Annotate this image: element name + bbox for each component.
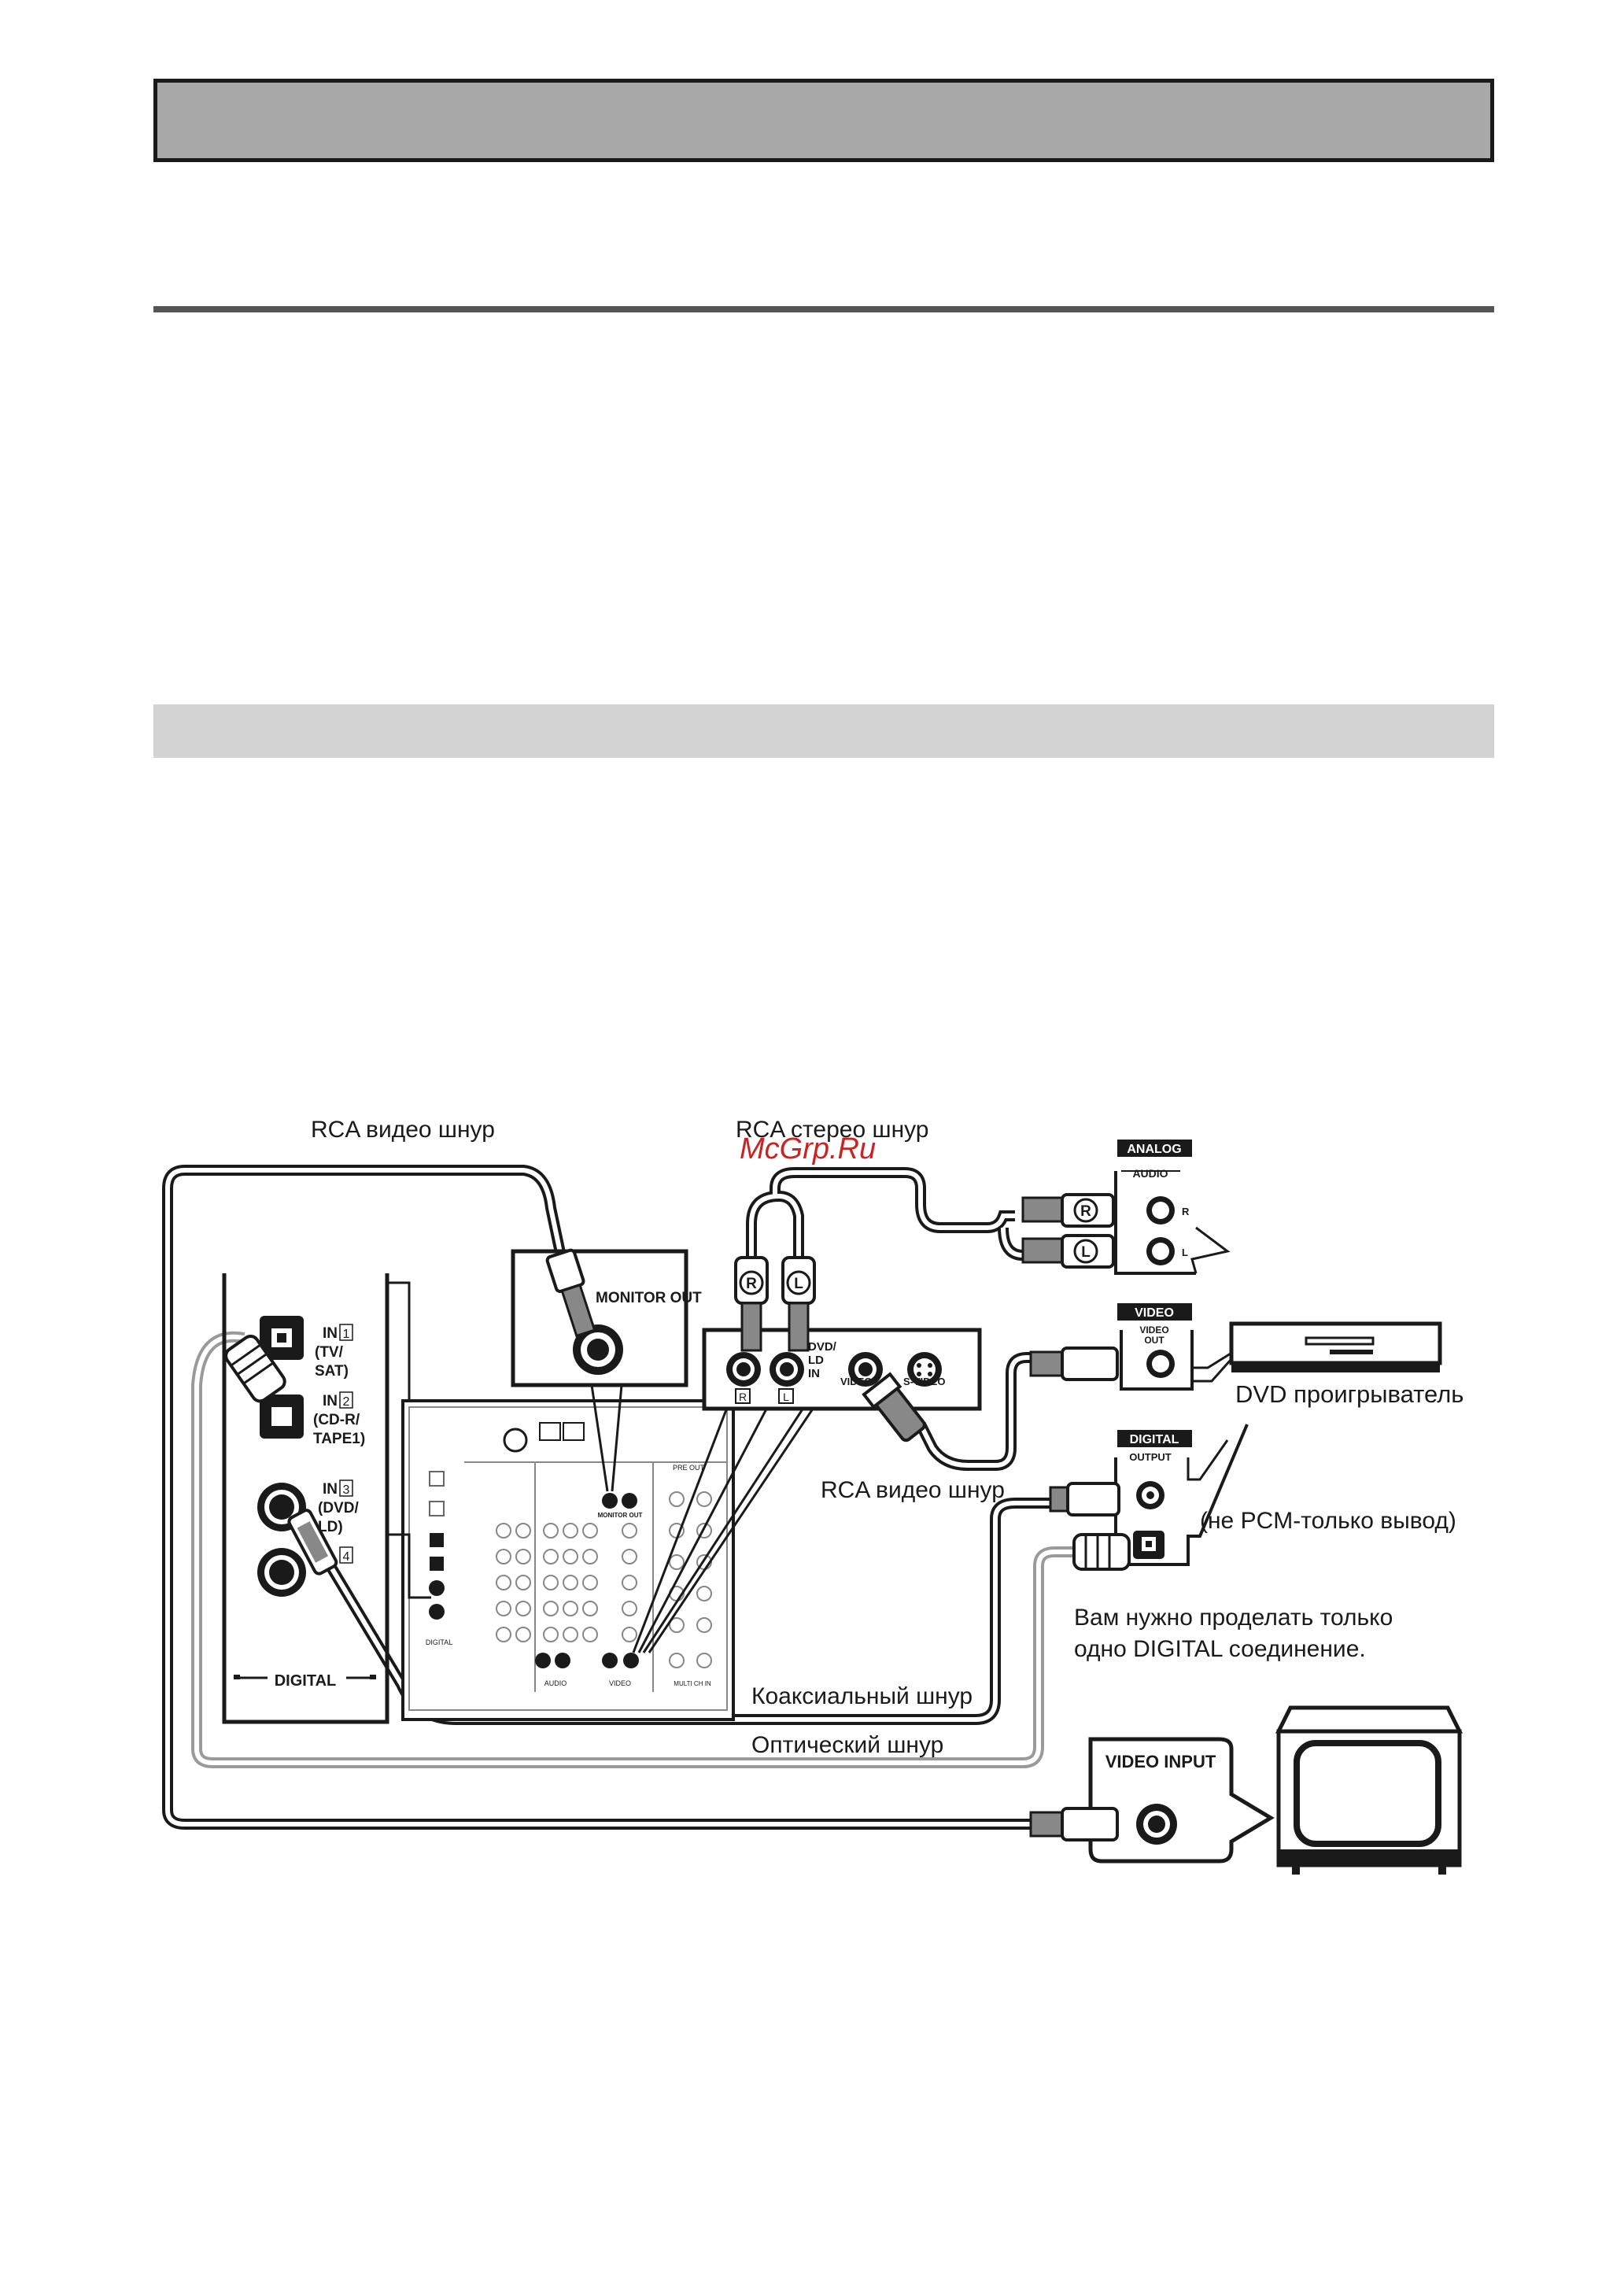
digital-input-panel: DIGITAL IN 1 (TV/ SAT) IN 2 (CD-R/ TAPE1… <box>222 1273 389 1724</box>
receiver-digital-label: DIGITAL <box>426 1638 452 1646</box>
digital-panel-footer: DIGITAL <box>275 1672 337 1690</box>
digital-in4-num: 4 <box>343 1550 350 1564</box>
rca-video-cable-label-top: RCA видео шнур <box>311 1117 495 1143</box>
digital-in2-source-a: (CD-R/ <box>313 1412 360 1428</box>
dvd-input-callout: DVD/ LD IN R L VIDEO S-VIDEO <box>702 1328 982 1411</box>
analog-l-jack-label: L <box>1182 1247 1188 1258</box>
video-input-label: VIDEO INPUT <box>1105 1752 1216 1771</box>
monitor-out-callout: MONITOR OUT <box>511 1249 702 1387</box>
digital-out-output: OUTPUT <box>1129 1451 1172 1463</box>
digital-in1-num: 1 <box>343 1328 350 1341</box>
digital-note-line-1: Вам нужно проделать только <box>1074 1605 1393 1631</box>
video-input-plug <box>1029 1807 1119 1841</box>
dvd-in-r-box: R <box>739 1391 747 1403</box>
monitor-out-label: MONITOR OUT <box>596 1290 702 1306</box>
page-title-box <box>153 79 1494 162</box>
dvd-in-label-c: IN <box>808 1367 820 1380</box>
section-header-bar <box>153 704 1494 758</box>
video-out-plug <box>1029 1346 1119 1381</box>
digital-in1-source-a: (TV/ <box>315 1344 344 1361</box>
analog-header: ANALOG <box>1127 1143 1181 1156</box>
digital-in2-source-b: TAPE1) <box>313 1431 365 1447</box>
receiver-audio-label: AUDIO <box>544 1679 567 1687</box>
analog-plug-r: R <box>1021 1193 1115 1228</box>
horizontal-rule <box>153 306 1494 312</box>
optical-cable-label: Оптический шнур <box>751 1732 943 1758</box>
watermark: McGrp.Ru <box>740 1132 876 1165</box>
digital-out-header: DIGITAL <box>1130 1433 1179 1446</box>
receiver-video-label: VIDEO <box>609 1679 631 1687</box>
analog-output-panel: ANALOG AUDIO R L <box>1114 1140 1231 1275</box>
digital-in3-source-b: LD) <box>318 1519 343 1535</box>
callout-leaders <box>387 1281 836 1653</box>
analog-plug-l: L <box>1021 1234 1115 1269</box>
digital-in2-num: 2 <box>343 1395 350 1409</box>
dvd-in-label-b: LD <box>808 1354 824 1367</box>
stereo-plug-l-label: L <box>794 1276 803 1292</box>
analog-plug-r-label: R <box>1080 1203 1091 1220</box>
video-out-label-a: VIDEO <box>1139 1324 1168 1335</box>
dvd-in-label-a: DVD/ <box>808 1340 837 1354</box>
video-output-panel: VIDEO VIDEO OUT <box>1117 1303 1245 1391</box>
digital-in3-source-a: (DVD/ <box>318 1500 359 1516</box>
receiver-multi-ch-label: MULTI CH IN <box>674 1680 711 1687</box>
tv-icon <box>1275 1705 1463 1875</box>
video-input-callout: VIDEO INPUT <box>1088 1737 1275 1864</box>
analog-plug-l-label: L <box>1081 1244 1091 1261</box>
coaxial-plug <box>287 1509 338 1576</box>
digital-in3-num: 3 <box>343 1483 350 1497</box>
digital-note-line-2: одно DIGITAL соединение. <box>1074 1636 1366 1662</box>
receiver-monitor-out-label: MONITOR OUT <box>598 1512 643 1519</box>
rca-stereo-cable-label: RCA стерео шнур <box>736 1117 928 1143</box>
rca-stereo-plug-r: R <box>734 1256 769 1352</box>
dvd-in-video: VIDEO <box>840 1376 872 1387</box>
stereo-plug-r-label: R <box>746 1276 757 1292</box>
dvd-player-icon <box>1229 1321 1442 1372</box>
video-out-label-b: OUT <box>1144 1335 1164 1346</box>
rca-plug-monitor <box>545 1248 596 1338</box>
dvd-in-s-video: S-VIDEO <box>903 1376 945 1387</box>
video-header: VIDEO <box>1135 1306 1174 1320</box>
non-pcm-note: (не PCM-только вывод) <box>1200 1508 1456 1534</box>
digital-in1-label: IN <box>323 1325 338 1342</box>
rca-stereo-plug-l: L <box>781 1256 816 1352</box>
optical-plug <box>224 1334 286 1403</box>
rca-plug-video-in <box>862 1372 926 1443</box>
coaxial-cable-label: Коаксиальный шнур <box>751 1683 973 1709</box>
dvd-in-l-box: L <box>783 1391 789 1403</box>
receiver-pre-out-label: PRE OUT <box>673 1464 705 1472</box>
digital-in3-label: IN <box>323 1481 338 1498</box>
rca-video-cable-label-mid: RCA видео шнур <box>821 1477 1005 1503</box>
analog-r-jack-label: R <box>1182 1206 1190 1217</box>
analog-audio-label: AUDIO <box>1132 1167 1168 1180</box>
digital-in1-source-b: SAT) <box>315 1363 349 1380</box>
digital-in2-label: IN <box>323 1393 338 1409</box>
optical-out-plug <box>1072 1533 1131 1571</box>
digital-output-panel: DIGITAL OUTPUT <box>1114 1424 1249 1566</box>
coaxial-out-plug <box>1049 1482 1120 1516</box>
dvd-player-label: DVD проигрыватель <box>1235 1380 1463 1408</box>
receiver-rear-panel: DIGITAL MONITOR OUT PRE OUT <box>401 1399 735 1721</box>
